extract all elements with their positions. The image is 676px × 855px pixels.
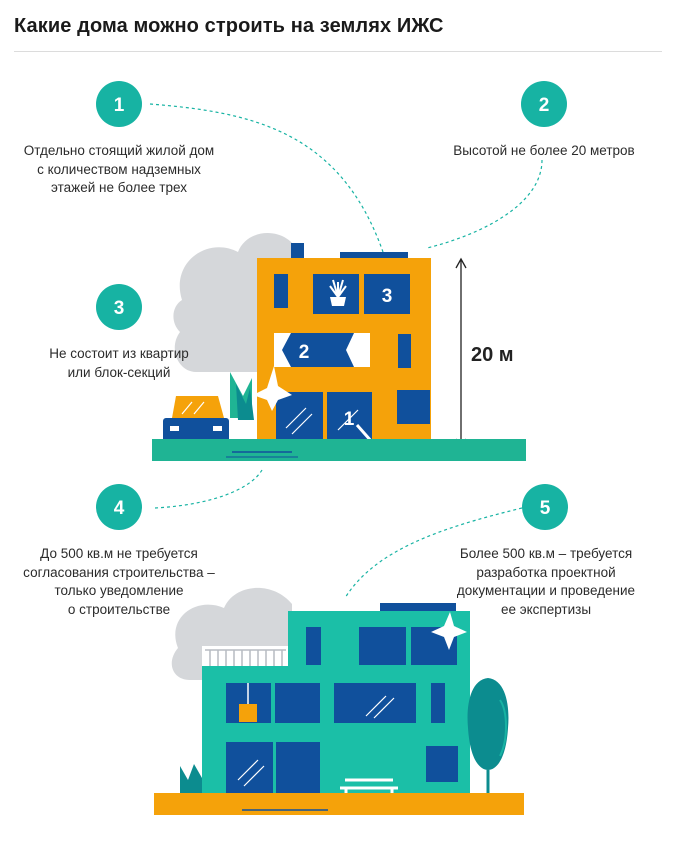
- note-4: До 500 кв.м не требуется согласования ст…: [23, 546, 215, 617]
- note-3: Не состоит из квартир или блок-секций: [49, 346, 189, 380]
- window: [398, 334, 411, 368]
- badge-2: 2: [521, 81, 567, 127]
- floor-label-3: 3: [382, 286, 393, 307]
- connector-5: [344, 507, 523, 599]
- sparkle-icon: [431, 612, 467, 650]
- window: [274, 274, 288, 308]
- plants-2: [180, 764, 202, 794]
- terrace-railing: [202, 646, 288, 666]
- note-2: Высотой не более 20 метров: [453, 143, 635, 158]
- ground-2: [154, 793, 524, 815]
- badge-5: 5: [522, 484, 568, 530]
- window: [306, 627, 321, 665]
- badge-4-circle: [96, 484, 142, 530]
- floor-label-2: 2: [299, 342, 310, 363]
- height-label: 20 м: [471, 344, 514, 366]
- badge-4: 4: [96, 484, 142, 530]
- door-left: [276, 392, 323, 444]
- window: [431, 683, 445, 723]
- tree-icon: [467, 678, 509, 808]
- note-5: Более 500 кв.м – требуется разработка пр…: [456, 546, 636, 617]
- title-divider: [14, 51, 662, 52]
- roof-vent: [340, 252, 408, 260]
- badge-3-circle: [96, 284, 142, 330]
- plant-icon: [329, 279, 347, 306]
- window: [275, 683, 320, 723]
- door: [276, 742, 320, 800]
- window: [359, 627, 406, 665]
- chimney: [291, 243, 304, 260]
- house-teal: [171, 587, 470, 805]
- floor-label-1: 1: [344, 409, 355, 430]
- badge-3: 3: [96, 284, 142, 330]
- house-orange: [173, 232, 431, 455]
- height-arrow: [455, 257, 467, 450]
- badge-2-number: 2: [539, 95, 550, 116]
- badge-2-circle: [521, 81, 567, 127]
- badge-1: 1: [96, 81, 142, 127]
- connector-lines: [149, 103, 543, 599]
- badge-4-number: 4: [114, 498, 125, 519]
- roof-vent: [380, 603, 456, 613]
- badge-1-number: 1: [114, 95, 125, 116]
- window: [426, 746, 458, 782]
- connector-1: [149, 103, 384, 253]
- badge-3-number: 3: [114, 298, 125, 319]
- glass-reflection: [285, 407, 359, 435]
- window-floor-3: [364, 274, 410, 314]
- ground-1: [152, 439, 526, 461]
- lamp-icon: [239, 683, 257, 722]
- connector-4: [154, 469, 263, 509]
- badge-1-circle: [96, 81, 142, 127]
- plants-1: [230, 372, 254, 420]
- window-floor-2: [282, 333, 354, 367]
- badge-5-circle: [522, 484, 568, 530]
- sparkle-icon: [253, 366, 292, 411]
- note-1: Отдельно стоящий жилой дом с количеством…: [23, 143, 215, 195]
- door: [226, 742, 273, 800]
- page-title: Какие дома можно строить на землях ИЖС: [14, 15, 444, 37]
- badge-5-number: 5: [540, 498, 551, 519]
- window: [397, 390, 430, 424]
- connector-2: [426, 159, 543, 249]
- railing-bars: [205, 649, 286, 666]
